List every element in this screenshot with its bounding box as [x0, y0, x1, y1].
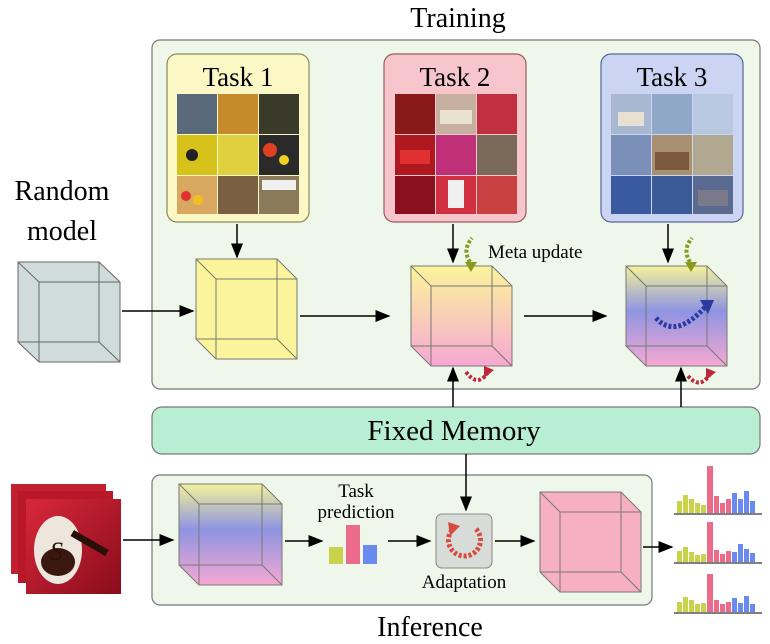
task-prediction-label-line2: prediction	[317, 502, 395, 523]
adaptation-label: Adaptation	[422, 572, 507, 593]
model-cube-task-3	[625, 265, 728, 367]
model-cube-task-1	[195, 258, 298, 360]
task-1-image-grid	[177, 94, 299, 214]
meta-update-arrowhead-task3	[685, 262, 697, 272]
fixed-memory-label: Fixed Memory	[367, 415, 541, 447]
random-model-label-line2: model	[27, 216, 97, 247]
prediction-bar-task2	[346, 525, 360, 564]
meta-update-arrow-icon-task3	[684, 236, 694, 264]
violin-f-hole: S	[50, 537, 63, 566]
training-title: Training	[410, 3, 505, 34]
fixed-memory-bar	[151, 406, 761, 455]
adapted-model-cube	[539, 491, 642, 593]
meta-update-arrowhead-task2	[465, 262, 477, 272]
output-histogram-3	[674, 574, 762, 614]
prediction-bar-task1	[329, 547, 343, 564]
random-model-cube	[17, 261, 121, 363]
task-3-card: Task 3	[600, 53, 744, 223]
memory-arrowhead-task3	[706, 368, 716, 380]
blue-update-arrow-icon	[654, 304, 708, 329]
task-prediction-bars	[329, 525, 377, 564]
prediction-bar-task3	[363, 545, 377, 564]
task-2-image-grid	[395, 94, 517, 214]
inference-model-cube	[178, 483, 283, 586]
input-image-stack: S	[11, 484, 121, 594]
task-1-label: Task 1	[203, 62, 274, 92]
random-model-label-line1: Random	[15, 176, 110, 207]
model-cube-task-2	[410, 265, 513, 367]
task-1-card: Task 1	[166, 53, 310, 223]
task-3-label: Task 3	[637, 62, 708, 92]
output-histogram-2	[674, 522, 762, 564]
task-2-card: Task 2	[383, 53, 527, 223]
meta-update-arrow-icon-task2	[464, 236, 474, 264]
task-prediction-label-line1: Task	[338, 481, 374, 502]
blue-arrowhead-icon	[700, 300, 714, 314]
adaptation-box	[435, 513, 493, 569]
memory-arrow-icon-task3	[686, 372, 712, 385]
meta-update-label: Meta update	[488, 242, 582, 263]
output-histogram-1	[674, 466, 762, 515]
memory-arrowhead-task2	[484, 366, 494, 378]
adaptation-cycle-icon	[445, 526, 483, 559]
task-3-image-grid	[611, 94, 733, 214]
task-2-label: Task 2	[420, 62, 491, 92]
adaptation-arrowhead-icon	[448, 522, 460, 536]
inference-title: Inference	[377, 612, 483, 643]
